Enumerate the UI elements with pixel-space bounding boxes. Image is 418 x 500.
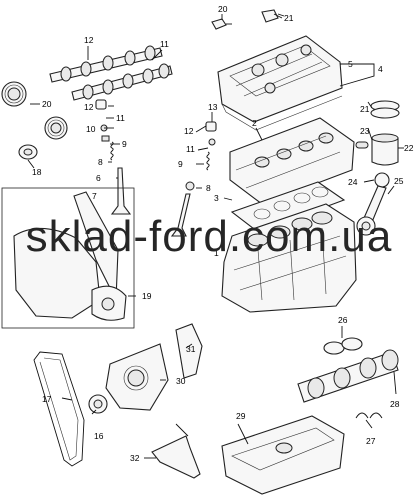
callout-23: 23 bbox=[360, 126, 370, 136]
callout-13: 11 bbox=[160, 39, 169, 49]
callout-17: 18 bbox=[32, 167, 42, 177]
main-bearings bbox=[323, 337, 363, 355]
connecting-rod bbox=[356, 172, 390, 236]
oil-pickup bbox=[151, 423, 201, 479]
callout-28: 28 bbox=[390, 399, 400, 409]
callout-12-left: 12 bbox=[84, 102, 94, 112]
callout-30: 30 bbox=[176, 376, 186, 386]
callout-19: 20 bbox=[42, 99, 52, 109]
callout-31: 31 bbox=[186, 344, 196, 354]
oil-pump bbox=[105, 343, 169, 411]
callout-5: 5 bbox=[348, 59, 353, 69]
callout-15: 16 bbox=[94, 431, 104, 441]
callout-11-right: 12 bbox=[184, 126, 194, 136]
seal-17 bbox=[18, 144, 38, 160]
crankshaft bbox=[297, 349, 399, 403]
callout-27: 27 bbox=[366, 436, 376, 446]
camshaft-intake bbox=[49, 45, 163, 83]
front-cover-box bbox=[1, 187, 135, 329]
callout-14: 12 bbox=[84, 35, 94, 45]
callout-9-left: 9 bbox=[122, 139, 127, 149]
callout-22: 22 bbox=[404, 143, 414, 153]
oil-pan bbox=[221, 415, 345, 495]
callout-11-left: 11 bbox=[116, 113, 125, 123]
callout-18: 19 bbox=[142, 291, 152, 301]
callout-24: 24 bbox=[348, 177, 358, 187]
piston-rings bbox=[370, 100, 400, 119]
callout-26: 26 bbox=[338, 315, 348, 325]
callout-21: 21 bbox=[360, 104, 370, 114]
callout-29: 29 bbox=[236, 411, 246, 421]
callout-1: 1 bbox=[214, 248, 219, 258]
callout-9-right: 9 bbox=[178, 159, 183, 169]
engine-block bbox=[221, 203, 357, 313]
callout-6: 6 bbox=[96, 173, 101, 183]
callout-12-right: 13 bbox=[208, 102, 218, 112]
sensor-20 bbox=[211, 9, 285, 30]
watermark-text: sklad-ford.com.ua bbox=[25, 212, 393, 261]
cam-gear-lower bbox=[44, 116, 68, 140]
callout-8-right: 8 bbox=[206, 183, 211, 193]
valve-cover bbox=[217, 35, 343, 131]
callout-32: 32 bbox=[130, 453, 140, 463]
timing-belt bbox=[33, 351, 85, 467]
callout-25: 25 bbox=[394, 176, 404, 186]
callout-16: 17 bbox=[42, 394, 52, 404]
callout-7: 7 bbox=[92, 191, 97, 201]
valvetrain-right bbox=[170, 121, 217, 237]
callout-3: 3 bbox=[214, 193, 219, 203]
callout-4: 4 bbox=[378, 64, 383, 74]
cylinder-head bbox=[229, 117, 355, 205]
cam-gear-upper bbox=[1, 81, 27, 107]
head-gasket bbox=[230, 181, 346, 233]
callout-10-right: 11 bbox=[186, 144, 195, 154]
camshaft-exhaust bbox=[71, 63, 173, 101]
callout-2: 2 bbox=[252, 118, 257, 128]
thrust-washers bbox=[355, 412, 383, 419]
valvetrain-left bbox=[95, 99, 132, 215]
callout-8-left: 8 bbox=[98, 157, 103, 167]
callout-10-left: 10 bbox=[86, 124, 96, 134]
piston bbox=[355, 133, 399, 166]
callout-20-right: 21 bbox=[284, 13, 294, 23]
callout-20-left: 20 bbox=[218, 4, 228, 14]
gasket-31 bbox=[175, 323, 203, 379]
leader-lines bbox=[27, 13, 404, 459]
callout-labels: 12 11 20 21 5 4 20 12 11 10 9 8 6 7 18 1… bbox=[32, 4, 414, 463]
crank-pulley bbox=[88, 394, 108, 414]
